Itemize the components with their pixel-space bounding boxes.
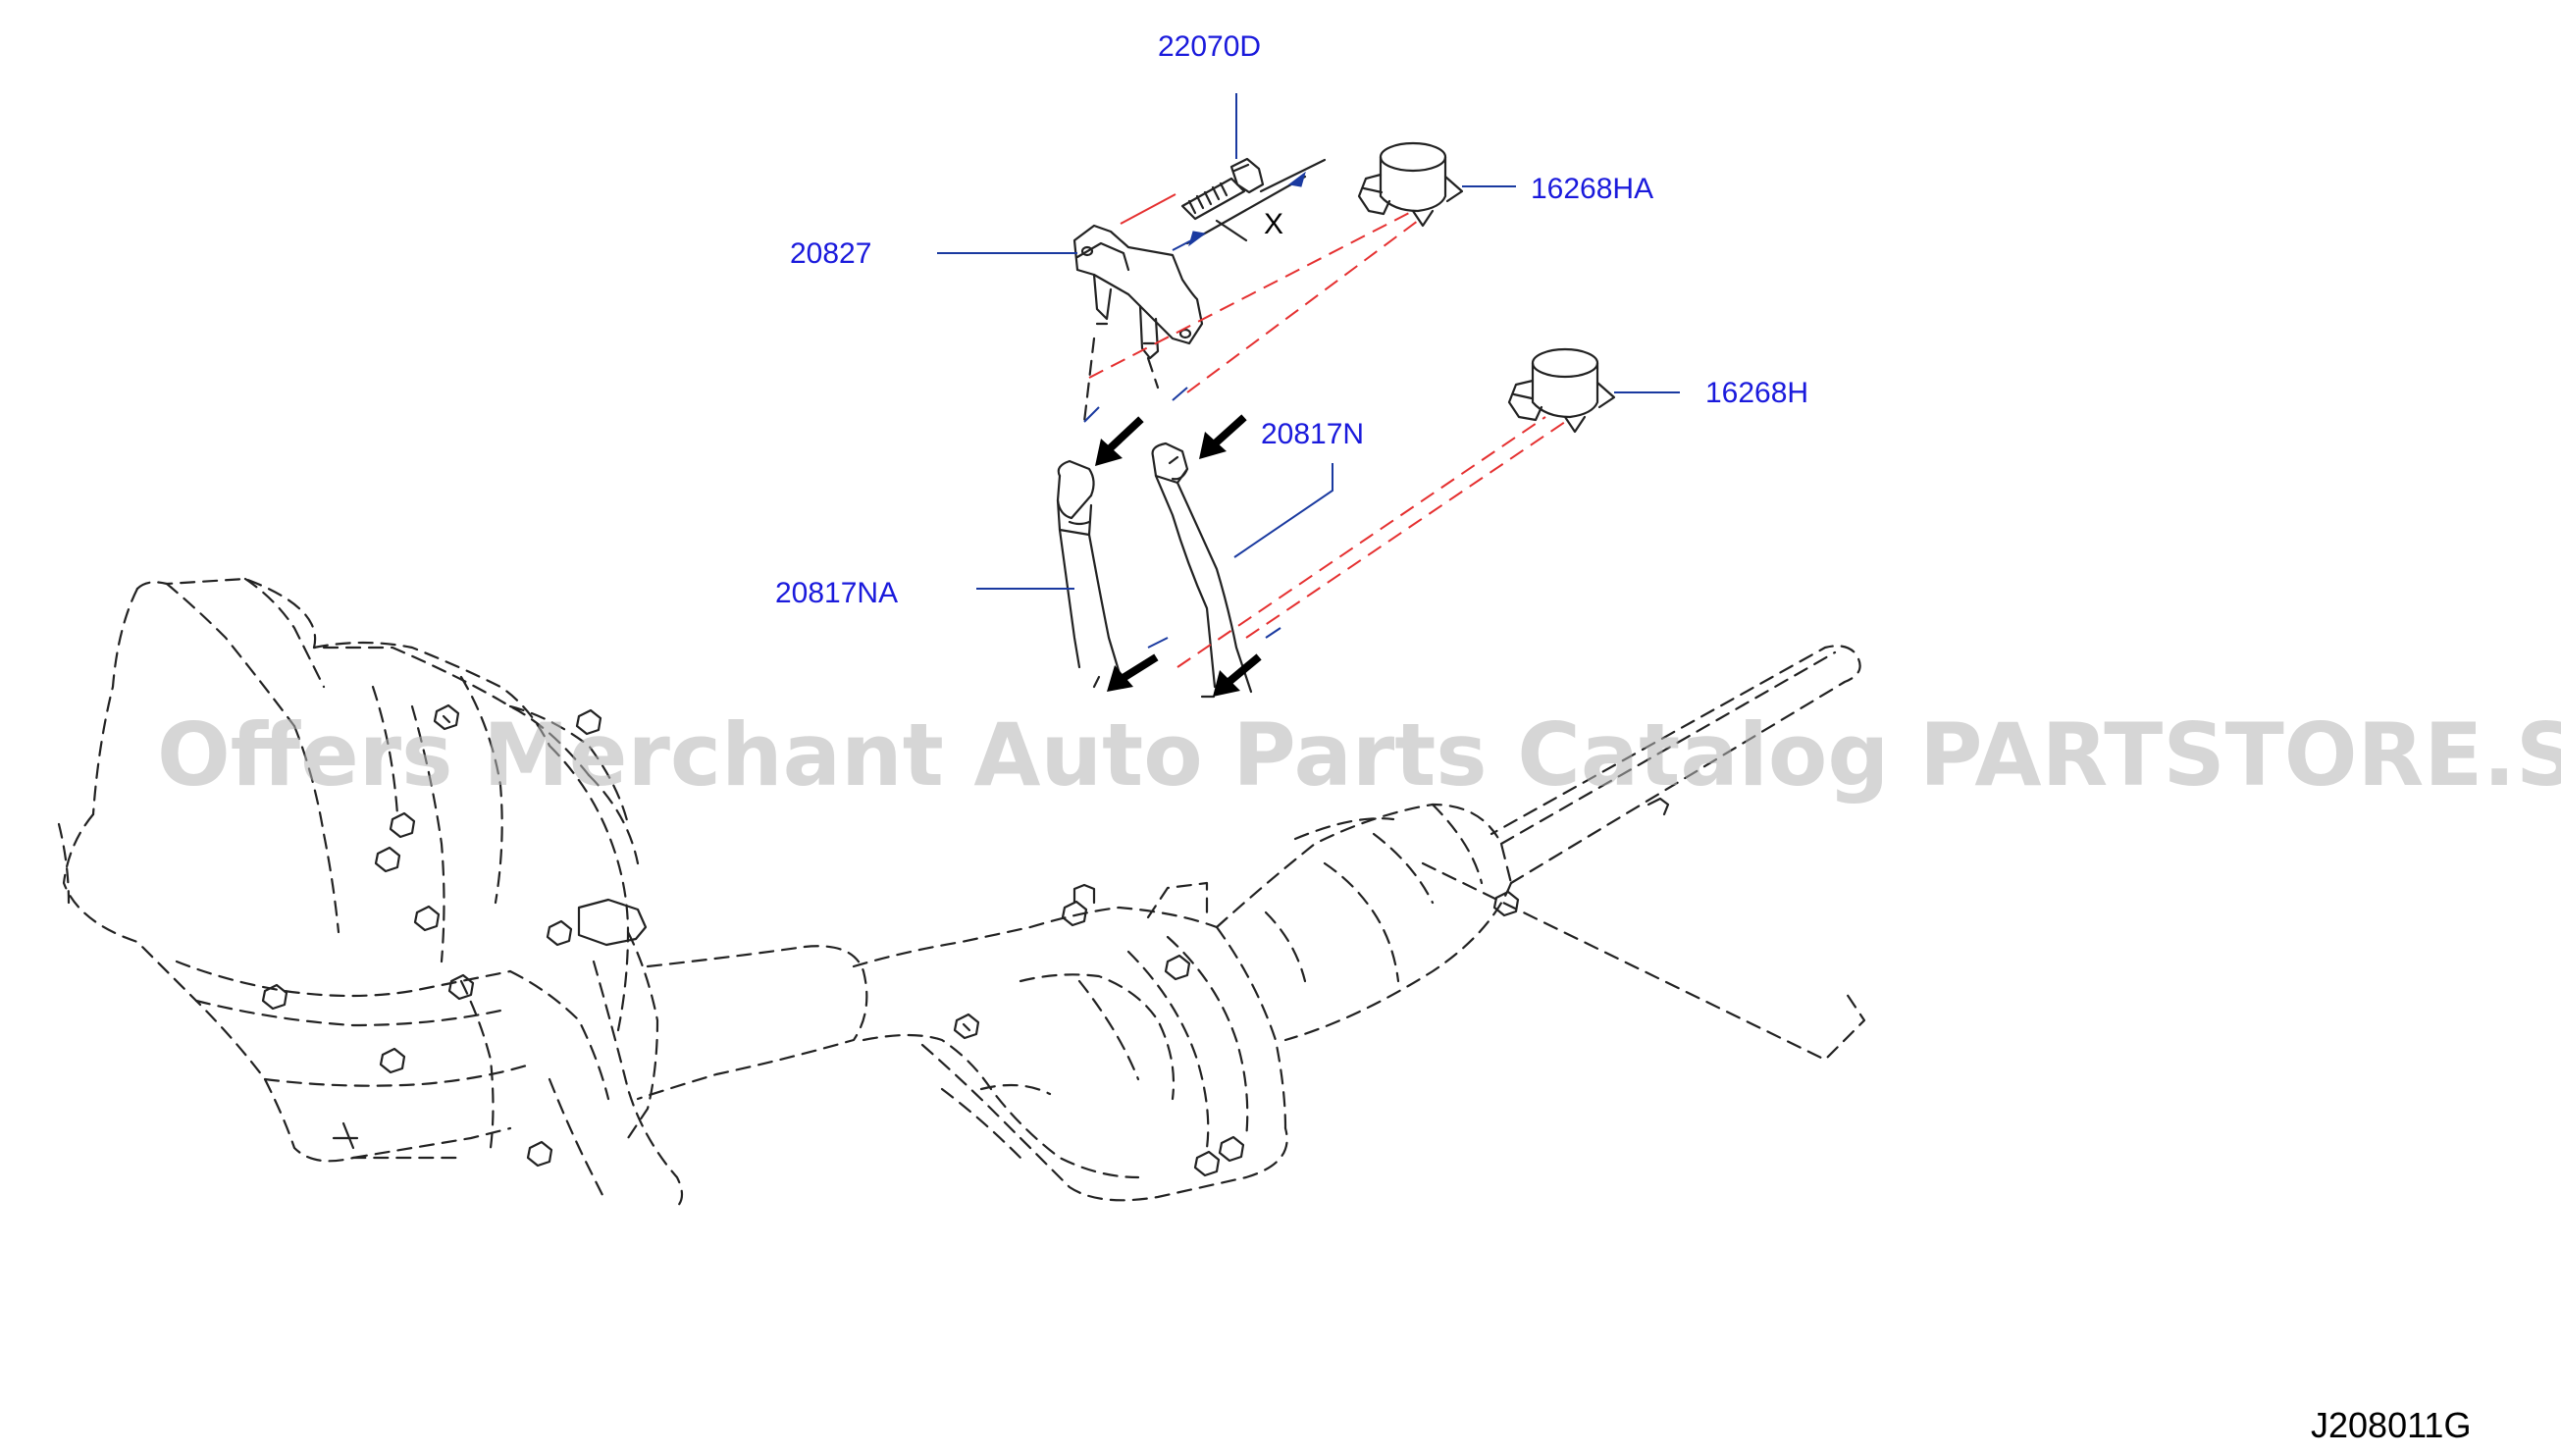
watermark: Offers Merchant Auto Parts Catalog PARTS… <box>157 704 2561 806</box>
callout-20817n: 20817N <box>1261 418 1364 450</box>
callout-16268h: 16268H <box>1705 377 1808 409</box>
front-pipe-phantom <box>459 945 868 1209</box>
dimension-x-label: X <box>1264 208 1283 240</box>
callout-22070d: 22070D <box>1158 30 1261 63</box>
hose-20817na <box>1056 459 1123 689</box>
hose-20817n <box>1151 442 1253 699</box>
diagram-code: J208011G <box>2311 1405 2471 1445</box>
callout-20827: 20827 <box>790 237 871 270</box>
transmission-bolts <box>261 703 648 1168</box>
converter-flange-bolts <box>953 797 1670 1177</box>
transmission-housing-phantom <box>57 577 659 1163</box>
callout-16268ha: 16268HA <box>1531 173 1653 205</box>
connection-arrows <box>1083 387 1281 697</box>
sensor-20827 <box>1072 224 1204 360</box>
callout-20817na: 20817NA <box>775 577 898 609</box>
bolt-22070d <box>1180 157 1265 221</box>
clip-16268ha <box>1357 141 1464 228</box>
callout-leaders <box>937 93 1680 590</box>
clip-16268h <box>1507 347 1616 434</box>
catalytic-converter-phantom <box>852 645 1866 1202</box>
dimension-x: X <box>1172 158 1327 251</box>
installation-guide-lines <box>1082 193 1566 668</box>
